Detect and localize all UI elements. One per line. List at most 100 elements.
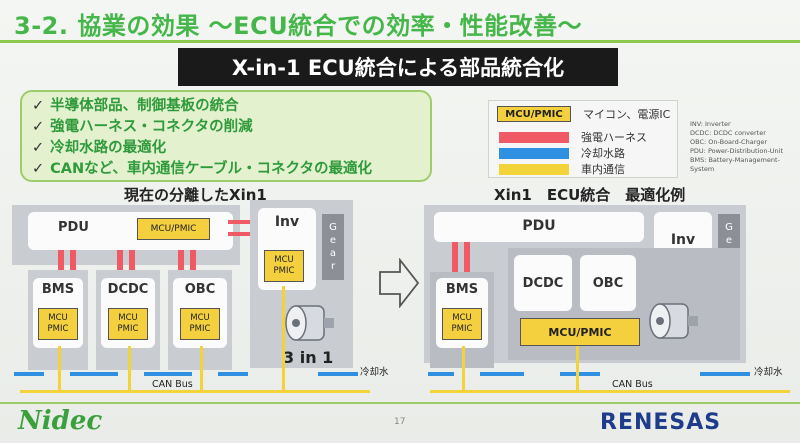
left-inv-mcu: MCU PMIC: [264, 250, 304, 282]
left-can-drop: [282, 286, 285, 392]
left-pdu-mcu-pmic: MCU/PMIC: [137, 218, 210, 240]
bullet-box: ✓ 半導体部品、制御基板の統合 ✓ 強電ハーネス・コネクタの削減 ✓冷却水路の最適化…: [20, 90, 432, 182]
left-can-drop: [128, 346, 131, 392]
gear-letter: a: [329, 248, 337, 259]
abbreviation-list: INV: Inverter DCDC: DCDC converter OBC: …: [690, 120, 796, 174]
legend-water-swatch: [499, 147, 569, 159]
transition-arrow-icon: [379, 258, 420, 308]
check-icon: ✓: [32, 161, 45, 177]
left-harness-pdu-inv: [228, 220, 258, 224]
legend-harness-swatch: [499, 131, 569, 143]
right-coolant-pipe: [428, 372, 454, 376]
gear-letter: G: [725, 222, 733, 233]
legend-row-harness: 強電ハーネス: [499, 130, 647, 144]
abbreviation: System: [690, 165, 715, 173]
left-harness-bms: [70, 250, 76, 274]
bullet-item: ✓ CANなど、車内通信ケーブル・コネクタの最適化: [32, 159, 420, 180]
left-harness-dcdc: [129, 250, 135, 274]
legend-label: 強電ハーネス: [581, 131, 647, 144]
renesas-logo: RENESAS: [600, 410, 722, 435]
nidec-logo: Nidec: [18, 406, 103, 436]
left-can-bus-label: CAN Bus: [152, 379, 193, 390]
right-can-bus-label: CAN Bus: [612, 379, 653, 390]
pmic-label: PMIC: [273, 266, 295, 276]
bullet-item: ✓ 強電ハーネス・コネクタの削減: [32, 117, 420, 138]
left-obc-mcu: MCU PMIC: [180, 308, 220, 340]
legend: MCU/PMIC マイコン、電源IC 強電ハーネス 冷却水路 車内通信: [488, 100, 678, 178]
right-diagram-heading: Xin1 ECU統合 最適化例: [494, 186, 686, 204]
legend-row-mcu: MCU/PMIC マイコン、電源IC: [497, 106, 671, 122]
left-bms-mcu: MCU PMIC: [38, 308, 78, 340]
left-coolant-pipe: [318, 372, 358, 376]
right-dcdc-block: DCDC: [514, 255, 572, 311]
left-harness-obc: [190, 250, 196, 274]
bullet-text: CANなど、車内通信ケーブル・コネクタの最適化: [50, 161, 372, 177]
left-harness-dcdc: [117, 250, 123, 274]
gear-letter: r: [330, 261, 336, 272]
pmic-label: PMIC: [451, 324, 473, 334]
bullet-item: ✓ 半導体部品、制御基板の統合: [32, 96, 420, 117]
left-can-bus-line: [20, 390, 370, 393]
abbreviation: DCDC: DCDC converter: [690, 129, 766, 137]
pmic-label: PMIC: [47, 324, 69, 334]
right-bms-mcu: MCU PMIC: [442, 308, 482, 340]
title-rule: [0, 40, 800, 43]
right-pdu-block: PDU: [434, 212, 644, 242]
abbreviation: INV: Inverter: [690, 120, 731, 128]
gear-letter: e: [725, 235, 733, 246]
mcu-label: MCU: [118, 313, 138, 323]
right-coolant-pipe: [560, 372, 600, 376]
page-number: 17: [394, 417, 406, 427]
slide-title: 3-2. 協業の効果 ～ECU統合での効率・性能改善～: [14, 12, 583, 40]
right-mcu-pmic: MCU/PMIC: [520, 318, 640, 346]
right-can-drop: [576, 346, 579, 392]
left-can-drop: [58, 346, 61, 392]
three-in-one-label: 3 in 1: [283, 348, 334, 367]
check-icon: ✓: [32, 98, 45, 114]
mcu-label: MCU: [48, 313, 68, 323]
right-coolant-pipe: [480, 372, 524, 376]
right-can-drop: [462, 346, 465, 392]
left-can-drop: [200, 346, 203, 392]
left-gear-block: G e a r: [322, 214, 344, 280]
right-obc-block: OBC: [580, 255, 636, 311]
left-harness-obc: [178, 250, 184, 274]
legend-label: 車内通信: [581, 163, 625, 176]
left-diagram-heading: 現在の分離したXin1: [124, 186, 267, 204]
mcu-label: MCU: [452, 313, 472, 323]
check-icon: ✓: [32, 140, 45, 156]
right-harness-bms: [464, 242, 470, 276]
legend-label: 冷却水路: [581, 147, 625, 160]
right-coolant-pipe: [700, 372, 750, 376]
left-dcdc-mcu: MCU PMIC: [108, 308, 148, 340]
bullet-item: ✓冷却水路の最適化: [32, 138, 420, 159]
banner: X-in-1 ECU統合による部品統合化: [178, 48, 618, 86]
left-coolant-pipe: [144, 372, 192, 376]
legend-can-swatch: [499, 163, 569, 175]
mcu-label: MCU: [274, 255, 294, 265]
abbreviation: BMS: Battery-Management-: [690, 156, 780, 164]
mcu-label: MCU: [190, 313, 210, 323]
right-harness-bms: [452, 242, 458, 276]
legend-row-water: 冷却水路: [499, 146, 625, 160]
bullet-text: 強電ハーネス・コネクタの削減: [50, 119, 253, 135]
abbreviation: OBC: On-Board-Charger: [690, 138, 768, 146]
check-icon: ✓: [32, 119, 45, 135]
left-harness-bms: [58, 250, 64, 274]
left-coolant-pipe: [14, 372, 44, 376]
legend-label: マイコン、電源IC: [583, 108, 671, 121]
right-coolant-label: 冷却水: [754, 367, 783, 378]
gear-letter: e: [329, 235, 337, 246]
right-motor-icon: [649, 303, 698, 339]
bullet-text: 半導体部品、制御基板の統合: [50, 98, 239, 114]
left-coolant-pipe: [218, 372, 248, 376]
gear-letter: G: [329, 222, 337, 233]
left-motor-icon: [285, 305, 334, 341]
legend-mcu-swatch: MCU/PMIC: [497, 106, 571, 122]
legend-row-can: 車内通信: [499, 162, 625, 176]
left-coolant-pipe: [70, 372, 118, 376]
footer-rule: [0, 402, 800, 404]
abbreviation: PDU: Power-Distribution-Unit: [690, 147, 784, 155]
left-coolant-label: 冷却水: [360, 367, 389, 378]
